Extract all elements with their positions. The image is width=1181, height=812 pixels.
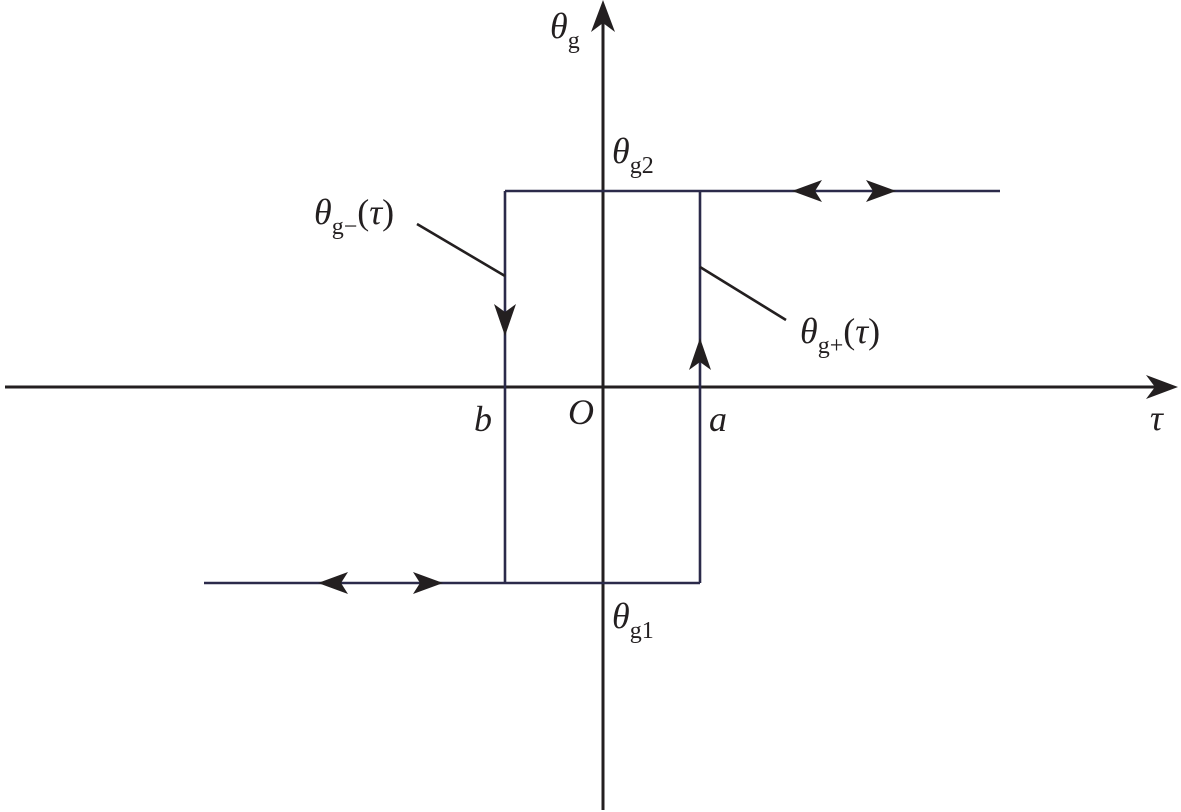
x-axis-label: τ	[1150, 398, 1164, 438]
upper-left-arrow	[792, 180, 822, 202]
theta-g1-label: θg1	[612, 596, 654, 644]
origin-label: O	[568, 392, 594, 432]
y-axis-label: θg	[550, 6, 580, 54]
theta-g-minus-label: θg−(τ)	[314, 192, 394, 240]
x-axis-arrowhead	[1146, 375, 1178, 399]
theta-g-plus-leader	[699, 265, 787, 322]
theta-g2-label: θg2	[612, 131, 654, 179]
point-b-label: b	[474, 399, 492, 439]
right-branch-up-arrow	[689, 338, 711, 370]
theta-g-minus-leader	[416, 222, 506, 278]
theta-g-plus-label: θg+(τ)	[800, 311, 880, 359]
y-axis-arrowhead	[591, 0, 615, 32]
left-branch-down-arrow	[494, 304, 516, 336]
lower-right-arrow	[413, 572, 443, 594]
upper-right-arrow	[866, 180, 896, 202]
lower-left-arrow	[318, 572, 348, 594]
point-a-label: a	[709, 399, 727, 439]
